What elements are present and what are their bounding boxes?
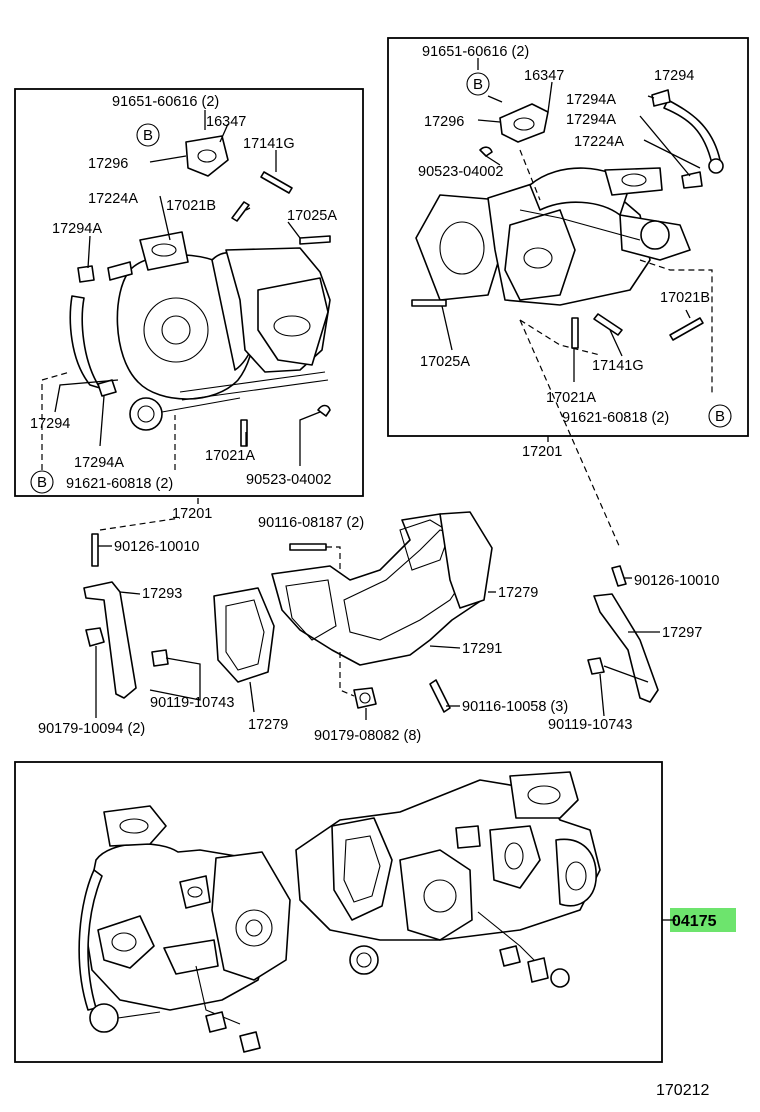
label-17293: 17293: [142, 586, 182, 602]
right-16347-label: 16347: [524, 68, 564, 84]
label-90119-left: 90119-10743: [150, 695, 234, 711]
label-90179-10094: 90179-10094 (2): [38, 721, 145, 737]
bolt-90119-right: [587, 657, 605, 675]
label-90116-10058: 90116-10058 (3): [462, 699, 568, 715]
bracket-17297: [593, 593, 659, 703]
right-turbocharger-drawing: [411, 89, 724, 349]
label-90126-left: 90126-10010: [114, 539, 199, 555]
label-17291: 17291: [462, 641, 502, 657]
right-17294a-2-label: 17294A: [566, 112, 616, 128]
nut-90179-08082: [353, 687, 377, 709]
right-17021a-label: 17021A: [546, 390, 596, 406]
stud-90126-right: [611, 565, 627, 587]
complete-assembly-drawing: [78, 771, 601, 1053]
label-90126-right: 90126-10010: [634, 573, 719, 589]
left-17294-label: 17294: [30, 416, 70, 432]
label-90116-08187: 90116-08187 (2): [258, 515, 364, 531]
stud-90116-08187: [289, 543, 327, 551]
left-17296-label: 17296: [88, 156, 128, 172]
label-17279-bottom: 17279: [248, 717, 288, 733]
left-90523-label: 90523-04002: [246, 472, 331, 488]
left-17021b-label: 17021B: [166, 198, 216, 214]
bracket-17293: [83, 581, 137, 699]
left-17294a-bottom-label: 17294A: [74, 455, 124, 471]
label-04175: 04175: [672, 913, 717, 930]
left-b-top-marker: [136, 123, 160, 147]
assembly-17201-left-label: 17201: [172, 506, 212, 522]
bolt-90119-left: [151, 649, 169, 667]
stud-90116-10058: [429, 679, 451, 713]
right-b-bottom-marker: [708, 404, 732, 428]
label-17279-right: 17279: [498, 585, 538, 601]
right-90523-label: 90523-04002: [418, 164, 503, 180]
left-b-top-letter: B: [143, 127, 153, 144]
right-bolt-91621-label: 91621-60818 (2): [562, 410, 669, 426]
right-17141g-label: 17141G: [592, 358, 644, 374]
left-turbocharger-drawing: [69, 135, 331, 447]
complete-assembly-box: 04175: [14, 761, 736, 1063]
label-90179-08082: 90179-08082 (8): [314, 728, 421, 744]
right-b-top-letter: B: [473, 76, 483, 93]
assembly-17201-right-label: 17201: [522, 444, 562, 460]
right-17296-label: 17296: [424, 114, 464, 130]
left-17294a-top-label: 17294A: [52, 221, 102, 237]
left-turbo-box: 91651-60616 (2) B 16347 17296 17141G 172…: [14, 88, 364, 497]
left-bolt-91651-label: 91651-60616 (2): [112, 94, 219, 110]
left-17141g-label: 17141G: [243, 136, 295, 152]
right-turbo-box: 91651-60616 (2) B 16347 17294 17294A 172…: [387, 37, 749, 549]
right-b-top-marker: [466, 72, 490, 96]
manifold-section: 90116-08187 (2) 90126-10010 17293 17279 …: [38, 511, 719, 744]
right-17025a-label: 17025A: [420, 354, 470, 370]
right-17021b-label: 17021B: [660, 290, 710, 306]
left-b-bottom-marker: [30, 470, 54, 494]
left-17224a-label: 17224A: [88, 191, 138, 207]
left-17021a-label: 17021A: [205, 448, 255, 464]
right-b-bottom-letter: B: [715, 408, 725, 425]
right-17224a-label: 17224A: [574, 134, 624, 150]
nut-90179-10094: [85, 627, 105, 647]
right-17294-label: 17294: [654, 68, 694, 84]
right-bolt-91651-label: 91651-60616 (2): [422, 44, 529, 60]
left-bolt-91621-label: 91621-60818 (2): [66, 476, 173, 492]
left-16347-label: 16347: [206, 114, 246, 130]
left-17025a-label: 17025A: [287, 208, 337, 224]
highlight-04175: [670, 908, 736, 932]
label-17297: 17297: [662, 625, 702, 641]
label-90119-right: 90119-10743: [548, 717, 632, 733]
stud-90126-left: [91, 533, 99, 567]
diagram-number: 170212: [656, 1082, 709, 1099]
gasket-17279-right: [439, 511, 493, 609]
left-b-bottom-letter: B: [37, 474, 47, 491]
right-17294a-1-label: 17294A: [566, 92, 616, 108]
